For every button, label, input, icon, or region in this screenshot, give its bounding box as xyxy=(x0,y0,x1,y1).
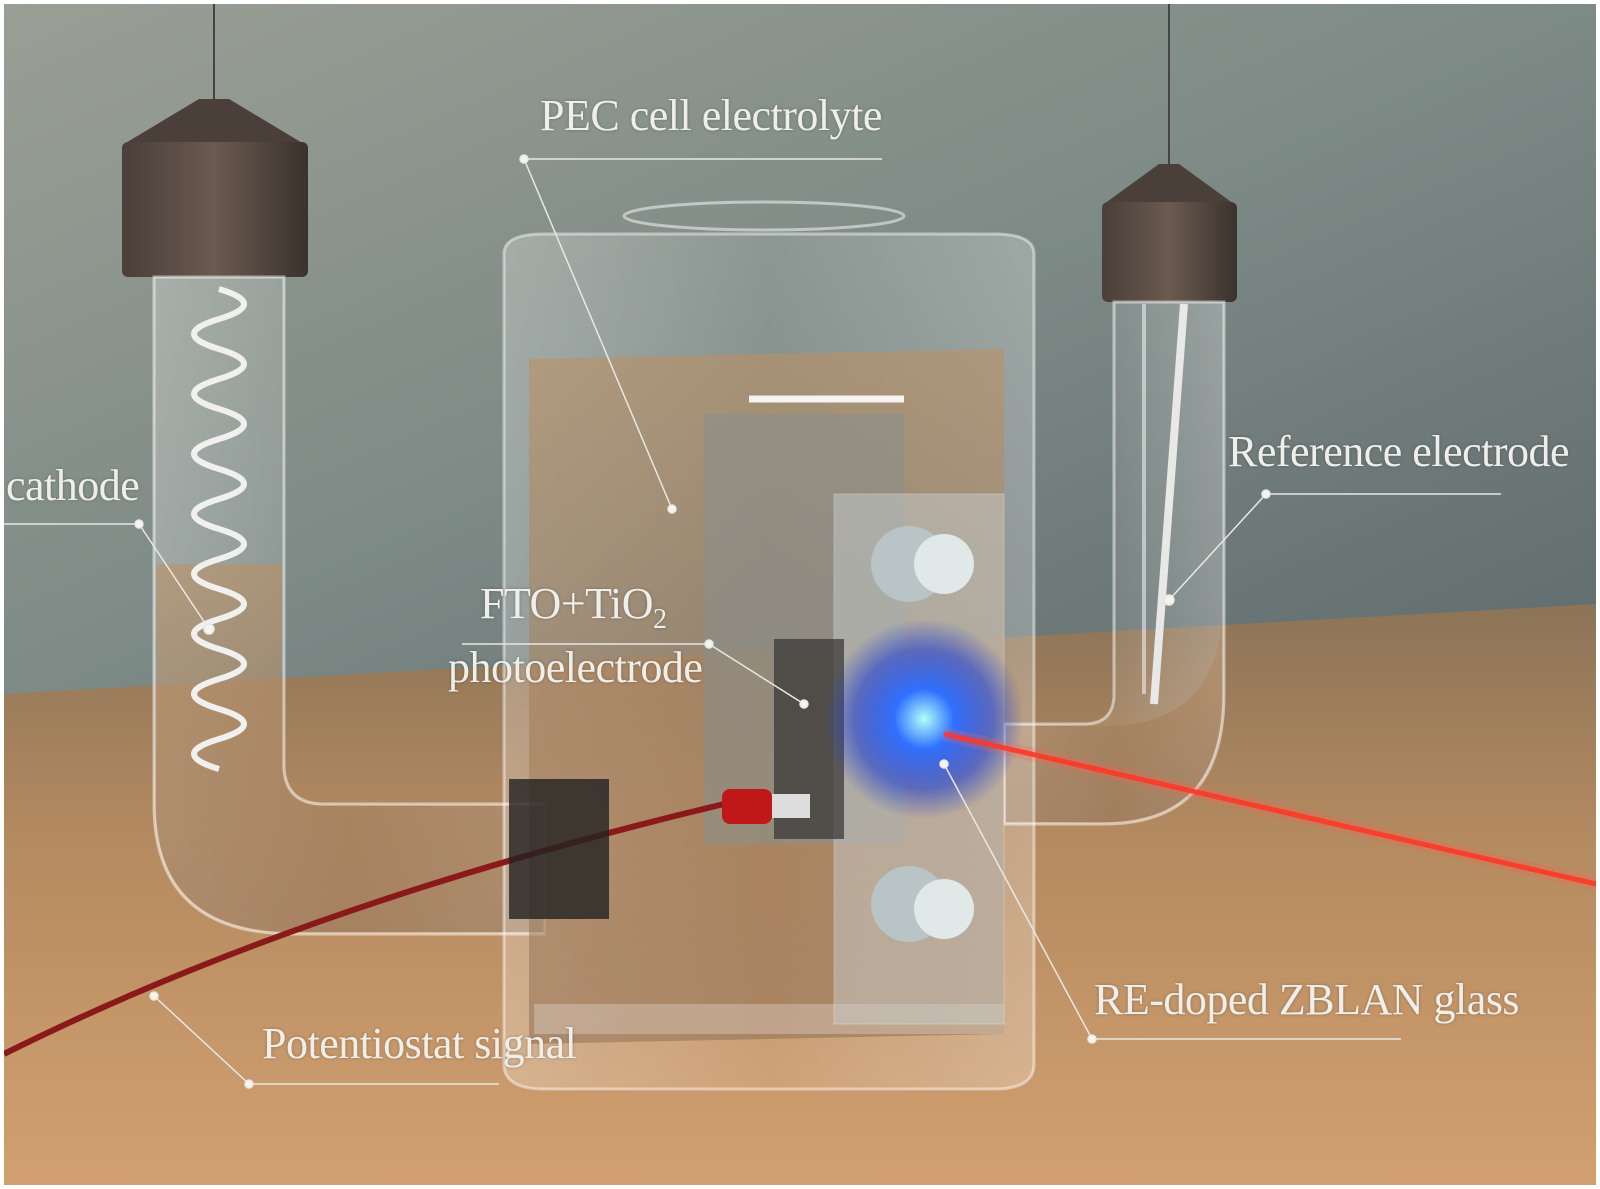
cathode-coil-icon xyxy=(191,286,247,772)
bolt-icon xyxy=(871,526,974,602)
cathode-tube xyxy=(122,4,546,936)
reference-electrode-tube xyxy=(1002,4,1237,826)
bolt-icon xyxy=(871,866,974,942)
label-zblan-glass: RE-doped ZBLAN glass xyxy=(1094,975,1520,1024)
label-photoelectrode-subscript: 2 xyxy=(652,603,667,635)
label-pec-cell-electrolyte: PEC cell electrolyte xyxy=(540,91,882,140)
label-photoelectrode: FTO+TiO2 xyxy=(480,578,667,636)
label-photoelectrode-line2: photoelectrode xyxy=(448,643,703,692)
label-reference-electrode: Reference electrode xyxy=(1228,427,1570,476)
label-potentiostat-signal: Potentiostat signal xyxy=(262,1019,577,1068)
label-photoelectrode-main: FTO+TiO xyxy=(480,579,653,628)
label-cathode: cathode xyxy=(6,461,140,510)
pec-cell-illustration xyxy=(4,4,1596,1185)
zblan-glass-glow xyxy=(824,619,1024,819)
photoelectrode-holder xyxy=(774,493,1024,1025)
laser-beam xyxy=(943,731,1596,887)
cable-connector xyxy=(722,789,772,824)
label-leader-lines xyxy=(4,154,1501,1089)
